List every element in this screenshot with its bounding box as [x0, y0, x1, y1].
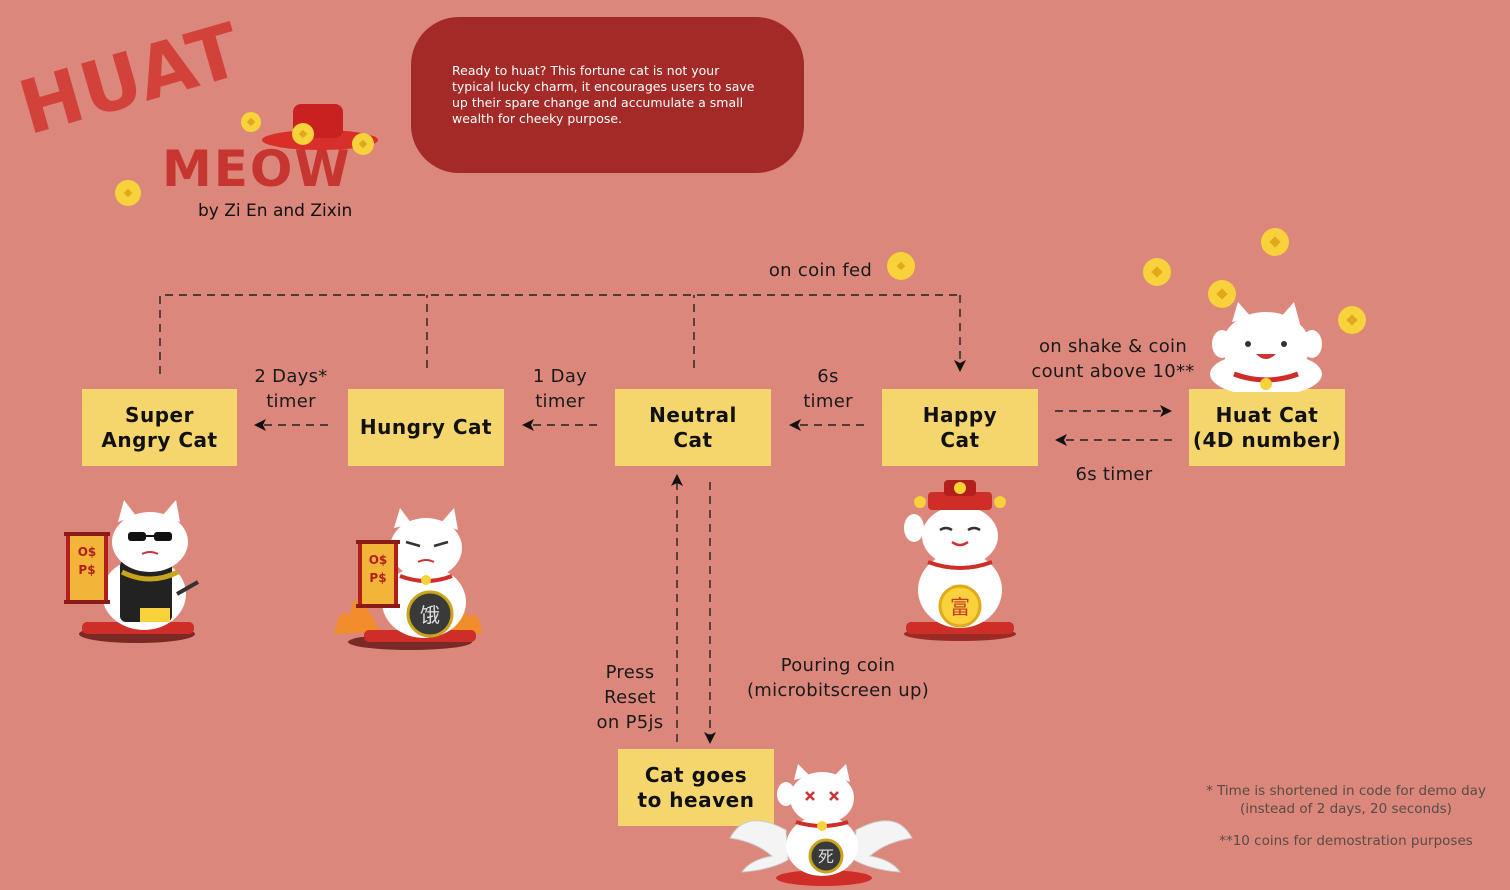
label-on-coin-fed: on coin fed	[768, 260, 873, 281]
logo-coin-icon	[115, 180, 141, 206]
heaven-badge-char: 死	[818, 847, 834, 866]
heaven-cat-icon: 死	[729, 764, 913, 886]
state-neutral-cat: Neutral Cat	[615, 389, 771, 466]
label-pouring-coin: Pouring coin (microbitscreen up)	[746, 655, 930, 701]
happy-badge-char: 富	[950, 595, 970, 619]
svg-text:P$: P$	[369, 571, 386, 585]
intro-text: Ready to huat? This fortune cat is not y…	[452, 63, 755, 126]
logo-hat-icon	[241, 104, 378, 155]
footnote-time: * Time is shortened in code for demo day…	[1206, 783, 1486, 817]
hungry-cat-icon: 饿 O$ P$	[334, 508, 482, 650]
state-hungry-cat: Hungry Cat	[348, 389, 504, 466]
super-angry-cat-icon: O$ P$	[64, 500, 199, 643]
label-shake-coin-count: on shake & coin count above 10**	[1031, 336, 1195, 382]
coin-fed-bus-line	[159, 294, 960, 374]
label-one-day-timer: 1 Day timer	[532, 366, 588, 412]
hungry-badge-char: 饿	[420, 603, 440, 627]
label-two-days-timer: 2 Days* timer	[254, 366, 328, 412]
state-huat-cat: Huat Cat (4D number)	[1189, 389, 1345, 466]
coin-icon	[887, 252, 915, 280]
state-happy-cat: Happy Cat	[882, 389, 1038, 466]
logo-byline: by Zi En and Zixin	[198, 201, 353, 221]
label-press-reset: Press Reset on P5js	[596, 662, 664, 733]
state-cat-goes-to-heaven: Cat goes to heaven	[618, 749, 774, 826]
huat-cat-icon	[1143, 228, 1366, 392]
state-super-angry-cat: Super Angry Cat	[82, 389, 237, 466]
svg-text:O$: O$	[369, 553, 388, 567]
svg-text:O$: O$	[78, 545, 97, 559]
intro-bubble: Ready to huat? This fortune cat is not y…	[411, 17, 804, 173]
svg-text:P$: P$	[78, 563, 95, 577]
label-six-s-timer-huat: 6s timer	[1075, 464, 1153, 485]
label-six-s-timer-happy: 6s timer	[803, 366, 853, 412]
footnote-coins: **10 coins for demostration purposes	[1219, 833, 1473, 849]
happy-cat-icon: 富	[904, 480, 1016, 641]
